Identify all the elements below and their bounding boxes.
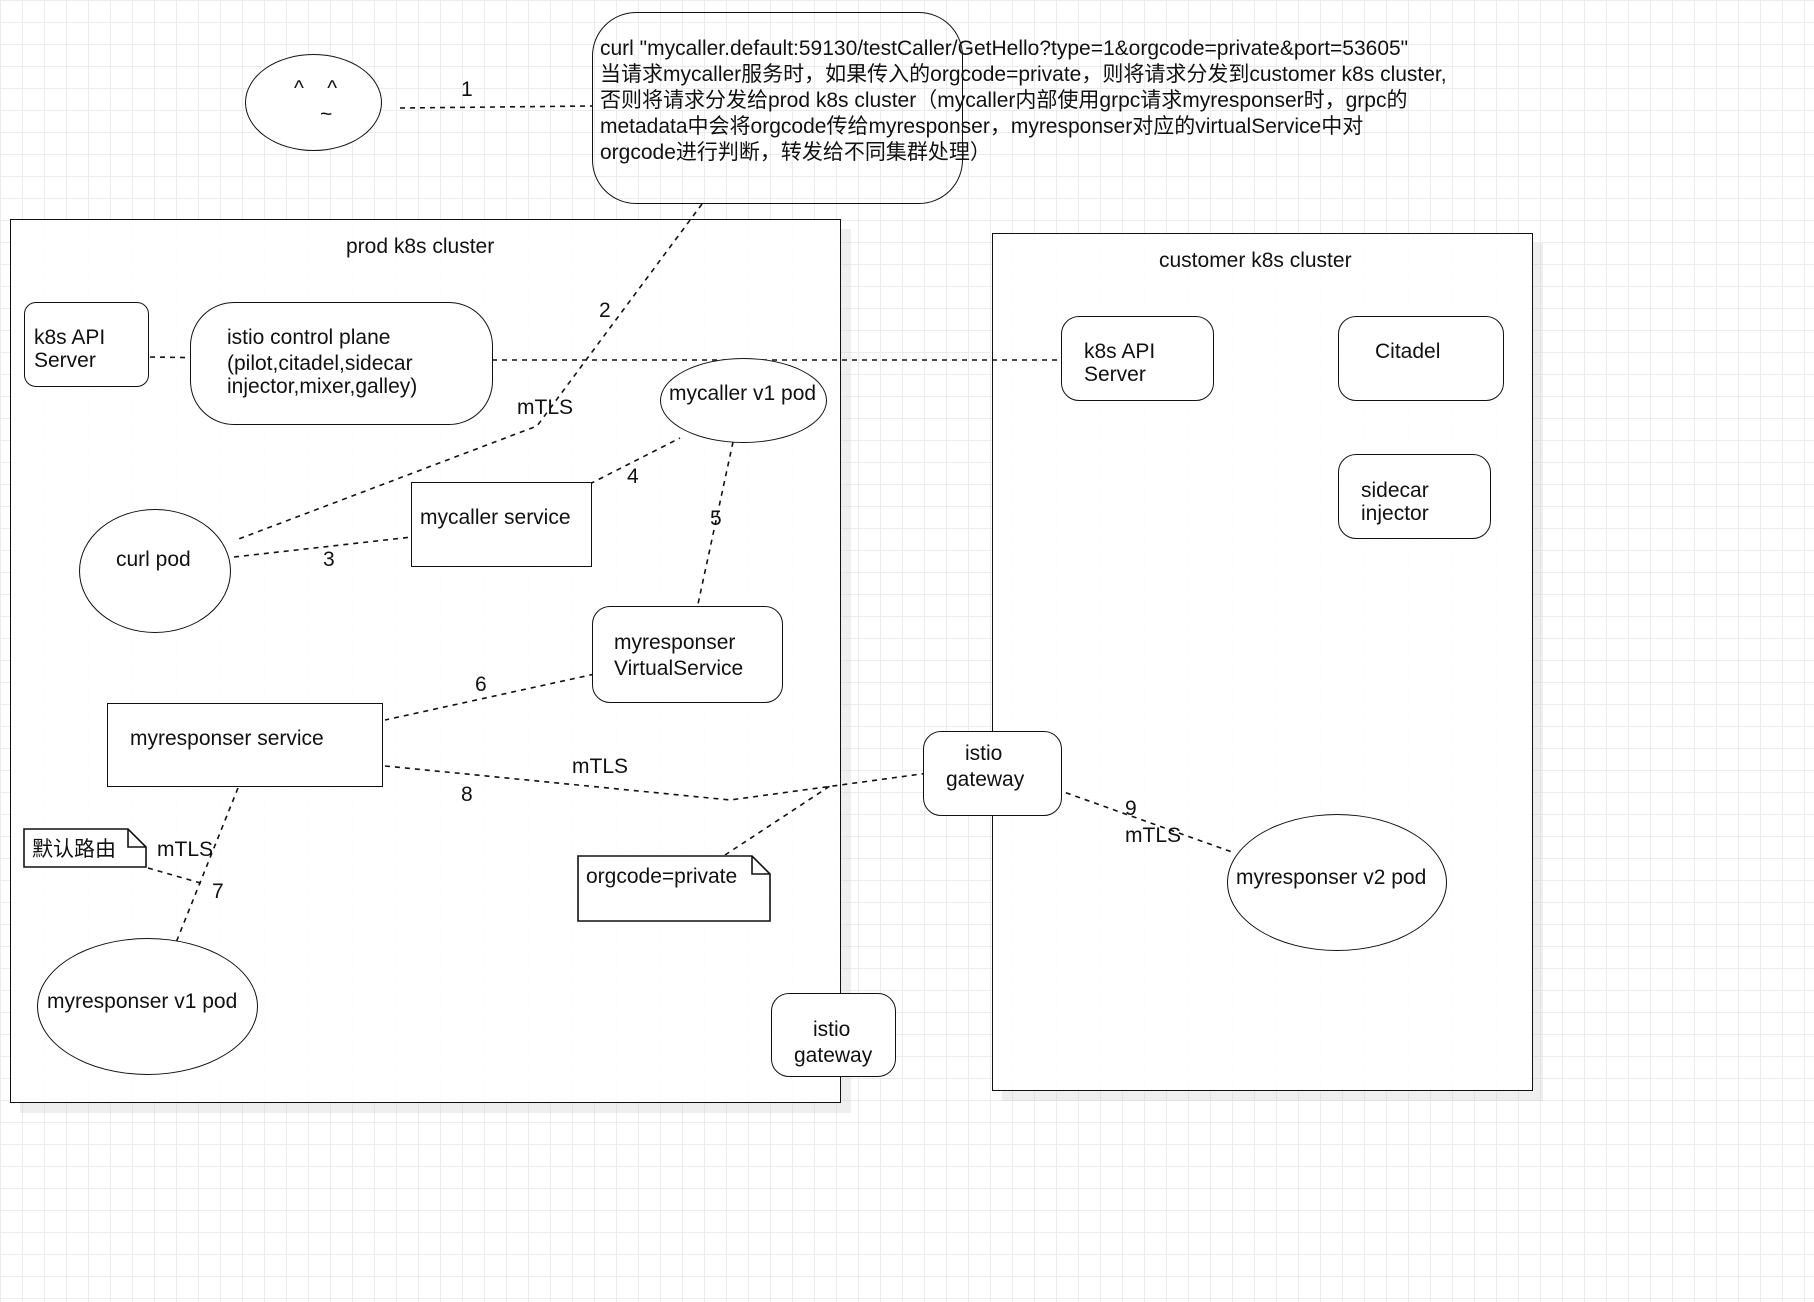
edge-label-4: 4 <box>627 465 639 488</box>
control-plane-line-3: injector,mixer,galley) <box>227 375 418 398</box>
customer-gateway-line-1: istio <box>965 742 1003 765</box>
request-description-text: curl "mycaller.default:59130/testCaller/… <box>600 36 1447 166</box>
virtualservice-line-1: myresponser <box>614 631 736 654</box>
edge-label-mtls-default: mTLS <box>157 838 214 861</box>
myresponser-v1-pod: myresponser v1 pod <box>37 938 258 1075</box>
myresponser-v2-pod-label: myresponser v2 pod <box>1236 866 1427 889</box>
customer-api-line-2: Server <box>1084 363 1146 386</box>
request-line-1: curl "mycaller.default:59130/testCaller/… <box>600 37 1409 60</box>
myresponser-service: myresponser service <box>107 703 383 787</box>
sidecar-injector-line-2: injector <box>1361 502 1429 525</box>
customer-sidecar-injector: sidecar injector <box>1338 454 1491 539</box>
citadel-label: Citadel <box>1375 340 1441 363</box>
request-line-4: metadata中会将orgcode传给myresponser，myrespon… <box>600 115 1364 138</box>
prod-cluster-title: prod k8s cluster <box>346 235 495 258</box>
myresponser-service-label: myresponser service <box>130 727 324 750</box>
default-route-note-shape <box>23 828 147 868</box>
prod-gateway-line-2: gateway <box>794 1044 873 1067</box>
edge-label-9: 9 <box>1125 797 1137 820</box>
orgcode-note-shape <box>577 855 771 922</box>
mycaller-service-label: mycaller service <box>420 506 571 529</box>
mycaller-v1-pod-label: mycaller v1 pod <box>669 382 817 405</box>
edge-label-mtls-curl: mTLS <box>517 396 574 419</box>
customer-gateway-line-2: gateway <box>946 768 1025 791</box>
myresponser-v1-pod-label: myresponser v1 pod <box>47 990 238 1013</box>
mycaller-service: mycaller service <box>411 482 592 567</box>
prod-api-line-1: k8s API <box>34 326 106 349</box>
request-line-5: orgcode进行判断，转发给不同集群处理） <box>600 141 991 164</box>
customer-cluster-title: customer k8s cluster <box>1159 249 1352 272</box>
edge-label-mtls-v2: mTLS <box>1125 824 1182 847</box>
virtualservice-line-2: VirtualService <box>614 657 744 680</box>
prod-api-line-2: Server <box>34 349 96 372</box>
smiley-eyes: ^ ^ <box>294 77 338 100</box>
edge-label-5: 5 <box>710 507 722 530</box>
edge-label-2: 2 <box>599 299 611 322</box>
request-line-3: 否则将请求分发给prod k8s cluster（mycaller内部使用grp… <box>600 89 1408 112</box>
request-line-2: 当请求mycaller服务时，如果传入的orgcode=private，则将请求… <box>600 63 1447 86</box>
orgcode-note-label: orgcode=private <box>586 865 738 888</box>
curl-pod: curl pod <box>79 509 231 633</box>
edge-label-1: 1 <box>461 78 473 101</box>
control-plane-line-2: (pilot,citadel,sidecar <box>227 352 413 375</box>
request-description-box <box>592 12 963 204</box>
customer-api-line-1: k8s API <box>1084 340 1156 363</box>
user-smiley: ^ ^ ~ <box>245 54 382 151</box>
prod-istio-gateway: istio gateway <box>771 993 896 1077</box>
edge-1-user-to-request <box>399 105 593 109</box>
istio-control-plane: istio control plane (pilot,citadel,sidec… <box>190 302 493 425</box>
prod-k8s-api-server: k8s API Server <box>24 302 149 387</box>
customer-citadel: Citadel <box>1338 316 1504 401</box>
myresponser-v2-pod: myresponser v2 pod <box>1227 814 1447 951</box>
control-plane-line-1: istio control plane <box>227 326 391 349</box>
default-route-note-label: 默认路由 <box>32 837 116 861</box>
edge-label-3: 3 <box>323 548 335 571</box>
mycaller-v1-pod: mycaller v1 pod <box>660 358 827 443</box>
default-route-note: 默认路由 <box>23 828 147 868</box>
edge-label-8: 8 <box>461 783 473 806</box>
edge-label-mtls-gateway: mTLS <box>572 755 629 778</box>
customer-k8s-api-server: k8s API Server <box>1061 316 1214 401</box>
edge-label-7: 7 <box>212 880 224 903</box>
orgcode-private-note: orgcode=private <box>577 855 771 922</box>
myresponser-virtualservice: myresponser VirtualService <box>592 606 783 703</box>
edge-label-6: 6 <box>475 673 487 696</box>
prod-gateway-line-1: istio <box>813 1018 851 1041</box>
curl-pod-label: curl pod <box>116 548 191 571</box>
sidecar-injector-line-1: sidecar <box>1361 479 1429 502</box>
smiley-mouth: ~ <box>320 103 333 126</box>
customer-istio-gateway: istio gateway <box>923 731 1062 816</box>
